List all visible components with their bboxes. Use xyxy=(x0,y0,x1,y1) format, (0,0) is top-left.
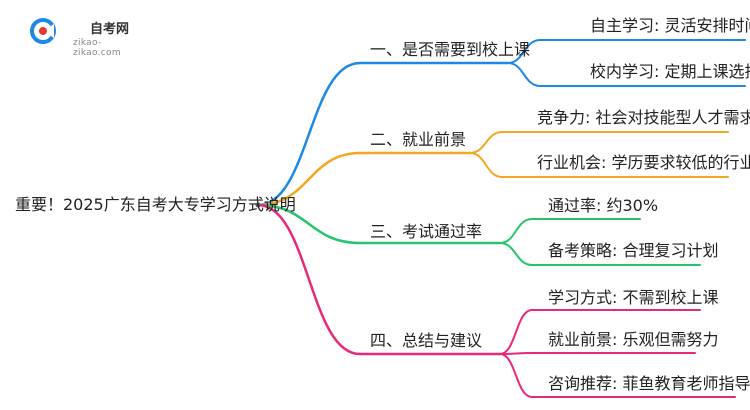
leaf-connector-2-2 xyxy=(469,152,729,178)
logo-title: 自考网 xyxy=(90,22,130,37)
logo-subtitle: zikao-zikao.com xyxy=(73,38,121,58)
branch-connector-1 xyxy=(256,61,362,207)
leaf-connector-2-1 xyxy=(469,131,729,154)
root-topic: 重要！2025广东自考大专学习方式说明 xyxy=(15,195,296,214)
leaf-4-1: 学习方式: 不需到校上课 xyxy=(548,288,719,307)
leaf-2-2: 行业机会: 学历要求较低的行业 xyxy=(537,153,750,172)
logo-icon xyxy=(30,18,56,44)
branch-connector-4 xyxy=(256,203,362,356)
branch-connector-3 xyxy=(256,203,362,245)
branch-label-2: 二、就业前景 xyxy=(370,130,467,149)
branch-label-1: 一、是否需要到校上课 xyxy=(370,40,531,59)
leaf-4-2: 就业前景: 乐观但需努力 xyxy=(548,330,719,349)
leaf-connector-3-2 xyxy=(499,242,701,266)
branch-label-4: 四、总结与建议 xyxy=(370,331,483,350)
leaf-connector-4-3 xyxy=(499,353,736,398)
site-logo: 自考网 zikao-zikao.com xyxy=(30,16,140,58)
leaf-1-1: 自主学习: 灵活安排时间 xyxy=(590,16,750,35)
leaf-3-2: 备考策略: 合理复习计划 xyxy=(548,241,719,260)
root-anchor-dot xyxy=(255,202,261,208)
leaf-1-2: 校内学习: 定期上课选择 xyxy=(590,62,750,81)
leaf-4-3: 咨询推荐: 菲鱼教育老师指导 xyxy=(548,374,750,393)
leaf-connector-1-1 xyxy=(507,39,746,64)
leaf-3-1: 通过率: 约30% xyxy=(548,196,659,215)
leaf-connector-3-1 xyxy=(499,218,641,244)
branch-connector-2 xyxy=(256,151,362,207)
branch-label-3: 三、考试通过率 xyxy=(370,222,483,241)
leaf-connector-4-2 xyxy=(499,352,696,355)
leaf-connector-4-1 xyxy=(499,309,701,355)
leaf-connector-1-2 xyxy=(507,62,746,87)
leaf-2-1: 竞争力: 社会对技能型人才需求 xyxy=(537,108,750,127)
